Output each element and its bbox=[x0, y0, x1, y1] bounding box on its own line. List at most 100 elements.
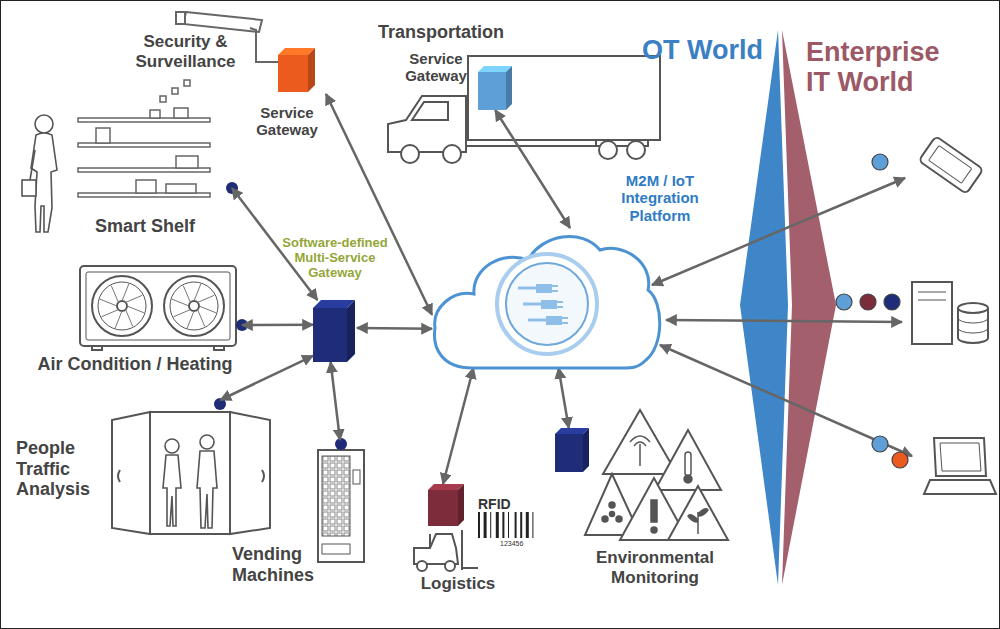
truck-symbol bbox=[443, 145, 461, 163]
rfid-label: RFID bbox=[478, 497, 518, 512]
fan-blades bbox=[100, 299, 117, 306]
service-dots bbox=[836, 294, 852, 310]
truck-symbol bbox=[401, 145, 419, 163]
barcode-symbol bbox=[496, 512, 499, 538]
platform-core bbox=[506, 263, 588, 345]
cloud-outline bbox=[434, 237, 659, 368]
forklift-symbol bbox=[429, 534, 431, 548]
fan-blades bbox=[194, 284, 201, 301]
connector-arrow bbox=[220, 356, 313, 400]
truck-symbol bbox=[627, 141, 645, 159]
gateway-box: Software-defined Multi-Service Gateway bbox=[313, 300, 357, 362]
fan-blades bbox=[127, 306, 144, 313]
fan-blades bbox=[122, 284, 129, 301]
fan-blades bbox=[115, 311, 122, 328]
warning-icons bbox=[651, 500, 657, 522]
connector-arrow bbox=[443, 368, 473, 484]
truck-symbol bbox=[468, 56, 660, 140]
woman-symbol bbox=[35, 115, 53, 133]
region-label: Enterprise IT World bbox=[806, 38, 966, 97]
shelf-symbol bbox=[184, 80, 190, 86]
fan-blades bbox=[198, 295, 215, 302]
node-label: Transportation bbox=[370, 22, 512, 43]
phone-symbol bbox=[919, 136, 984, 194]
plug-icon bbox=[557, 301, 563, 303]
plug-icon bbox=[546, 316, 562, 325]
warning-icons bbox=[651, 527, 657, 533]
barcode-number: 123456 bbox=[500, 540, 540, 548]
connector-arrow bbox=[559, 368, 569, 428]
node-label: Service Gateway bbox=[400, 50, 472, 85]
node-label: M2M / IoT Integration Platform bbox=[604, 172, 716, 224]
service-dots bbox=[860, 294, 876, 310]
shelf-symbol bbox=[96, 128, 110, 143]
warning-icons bbox=[639, 444, 641, 466]
gateway-cube-top bbox=[478, 66, 512, 72]
region-label: OT World bbox=[642, 36, 782, 66]
warning-icons bbox=[684, 475, 692, 483]
truck-label: Transportation bbox=[370, 22, 512, 46]
door-symbol bbox=[230, 412, 270, 534]
door-symbol bbox=[118, 470, 120, 482]
vending-machine-symbol bbox=[322, 456, 350, 536]
truck-symbol bbox=[599, 141, 617, 159]
gateway-box: Service Gateway bbox=[400, 48, 512, 110]
smart-shelf: Smart Shelf bbox=[20, 70, 232, 239]
connector-arrow bbox=[242, 324, 313, 327]
forklift-symbol bbox=[417, 561, 427, 571]
door-symbol bbox=[112, 412, 150, 534]
fan-blades bbox=[172, 299, 189, 306]
truck-symbol bbox=[466, 145, 596, 147]
ac-unit-symbol bbox=[98, 282, 146, 330]
warning-icons bbox=[610, 512, 615, 517]
gateway-cube-front bbox=[428, 490, 458, 526]
fan-blades bbox=[199, 306, 216, 313]
node-label: Software-defined Multi-Service Gateway bbox=[273, 236, 397, 281]
shelf-symbol bbox=[136, 180, 156, 193]
warning-icons bbox=[688, 515, 698, 522]
node-label: Air Condition / Heating bbox=[28, 354, 242, 375]
gateway-cube-side bbox=[458, 484, 464, 526]
laptop-symbol bbox=[934, 438, 986, 476]
gateway-cube-front bbox=[478, 72, 506, 110]
barcode-symbol bbox=[478, 512, 480, 538]
plug-icon bbox=[552, 290, 558, 292]
barcode-symbol bbox=[532, 512, 533, 538]
node-label: People Traffic Analysis bbox=[16, 438, 108, 500]
warning-icons bbox=[602, 436, 708, 534]
it-arrows bbox=[652, 178, 912, 456]
shelf-symbol bbox=[160, 96, 166, 102]
plug-icon bbox=[552, 285, 558, 287]
node-label: Service Gateway bbox=[248, 104, 326, 139]
shelf-symbol bbox=[78, 118, 210, 122]
plug-icon bbox=[523, 303, 541, 306]
plug-icon bbox=[528, 319, 546, 322]
fan-blades bbox=[183, 286, 190, 303]
gateway-cube-front bbox=[555, 434, 583, 472]
warning-icons bbox=[616, 516, 622, 522]
laptop-symbol bbox=[924, 480, 996, 494]
service-dots bbox=[872, 154, 888, 170]
plug-icon bbox=[562, 317, 568, 319]
server-symbol bbox=[918, 300, 946, 301]
environment-gateway: Environmental Monitoring bbox=[555, 428, 727, 593]
ac-unit-symbol bbox=[92, 346, 102, 350]
forklift-symbol bbox=[414, 534, 458, 564]
service-dots bbox=[836, 154, 908, 468]
ac-unit-symbol bbox=[170, 282, 218, 330]
it-arrows bbox=[660, 345, 912, 456]
door-symbol bbox=[262, 470, 264, 482]
camera-symbol bbox=[176, 12, 185, 24]
warning-triangles bbox=[655, 430, 721, 490]
laptop-symbol bbox=[924, 438, 996, 494]
integration-cloud: M2M / IoT Integration Platform bbox=[432, 228, 662, 368]
sensor-dot bbox=[214, 398, 226, 410]
ot-spike bbox=[740, 30, 788, 585]
warning-icons bbox=[630, 436, 650, 442]
fan-blades bbox=[174, 310, 191, 317]
shelf-symbol bbox=[172, 88, 178, 94]
cloud-shape bbox=[432, 228, 662, 368]
woman-symbol bbox=[22, 115, 57, 232]
